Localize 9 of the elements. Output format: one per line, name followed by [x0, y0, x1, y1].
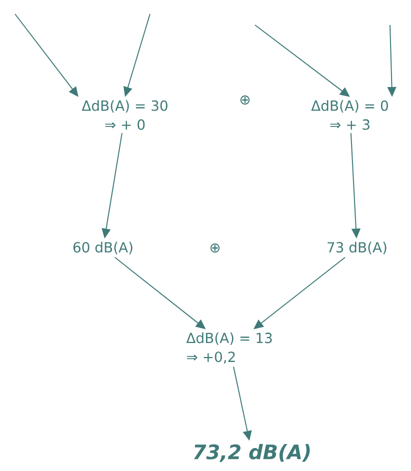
plus-symbol: ⊕	[210, 243, 220, 253]
value-text: 73 dB(A)	[328, 242, 386, 254]
value-text: 60 dB(A)	[73, 242, 132, 254]
value-text: ΔdB(A) = 0 ⇒ + 3	[311, 100, 388, 130]
value-text: ΔdB(A) = 30 ⇒ + 0	[82, 100, 168, 130]
result-text: 73,2 dB(A)	[194, 444, 310, 462]
arrow	[254, 24, 350, 97]
value-text: ΔdB(A) = 13 ⇒ +0,2	[186, 332, 272, 364]
plus-symbol: ⊕	[240, 95, 250, 105]
